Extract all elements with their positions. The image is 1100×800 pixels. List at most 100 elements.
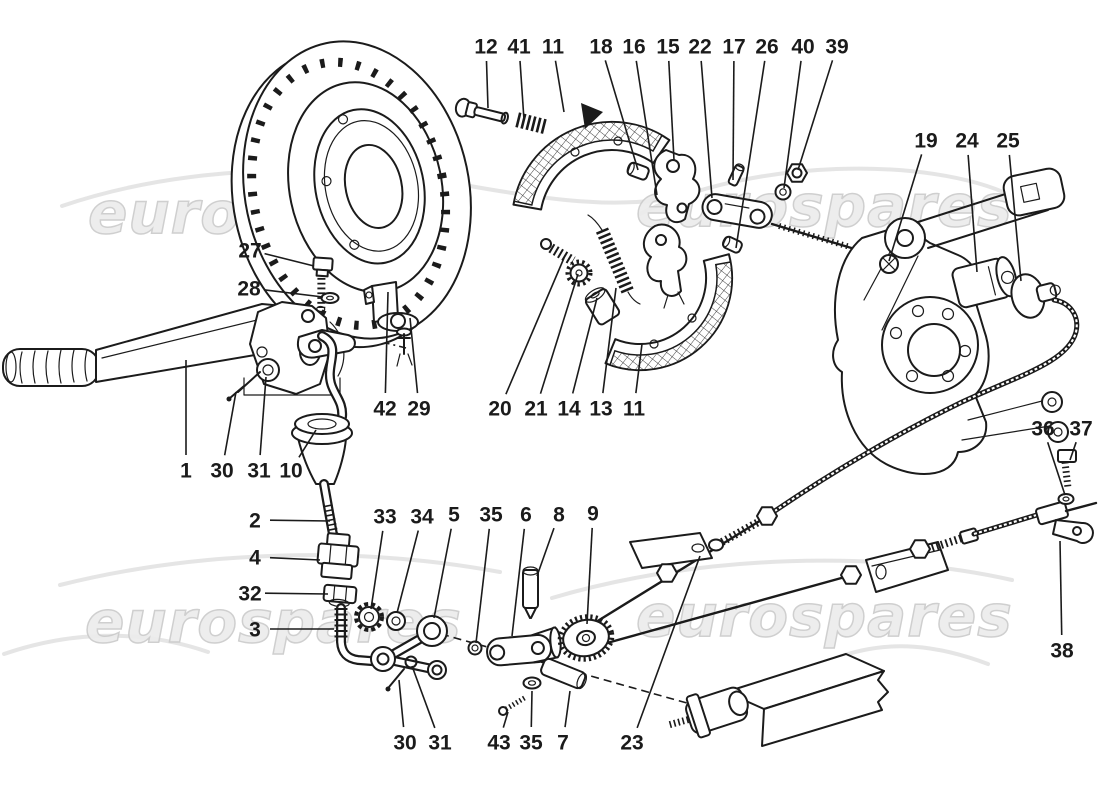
callout-leader [269, 519, 331, 522]
adjuster-cap-25 [1010, 273, 1061, 319]
clip-29 [396, 327, 413, 367]
shoe-lever-16 [643, 223, 688, 309]
callout-22[interactable]: 22 [688, 36, 711, 59]
upright-hub [832, 167, 1069, 475]
arm-bushing [1002, 167, 1066, 217]
callout-11[interactable]: 11 [623, 398, 646, 421]
callout-31[interactable]: 31 [428, 732, 452, 755]
callout-leader [735, 60, 766, 249]
callout-17[interactable]: 17 [722, 36, 745, 59]
callout-leader [797, 60, 834, 171]
callout-35[interactable]: 35 [519, 732, 543, 755]
callout-leader [602, 287, 617, 394]
callout-leader [264, 252, 315, 267]
callout-30[interactable]: 30 [210, 460, 233, 483]
callout-30[interactable]: 30 [393, 732, 416, 755]
callout-2[interactable]: 2 [249, 510, 261, 533]
callout-14[interactable]: 14 [557, 398, 581, 421]
callout-35[interactable]: 35 [479, 504, 503, 527]
washer-35a [467, 640, 483, 656]
callout-29[interactable]: 29 [407, 398, 430, 421]
callout-16[interactable]: 16 [622, 36, 645, 59]
brake-disc [230, 40, 472, 349]
cable-nut [656, 563, 678, 583]
clevis-pin-8 [522, 566, 539, 619]
callout-leader [1069, 441, 1077, 461]
chassis-box [668, 653, 889, 747]
callout-19[interactable]: 19 [914, 130, 937, 153]
lever-grip [2, 348, 100, 387]
adjuster-screw-20 [540, 238, 576, 266]
callout-15[interactable]: 15 [656, 36, 680, 59]
callout-leader [223, 391, 237, 456]
washer-36 [1057, 493, 1075, 505]
callout-31[interactable]: 31 [247, 460, 271, 483]
callout-3[interactable]: 3 [249, 619, 261, 642]
front-cable [594, 297, 1080, 624]
watermark-swoosh [58, 553, 502, 587]
castle-nut-33 [354, 602, 384, 632]
ring-31 [404, 655, 418, 669]
callout-6[interactable]: 6 [520, 504, 532, 527]
callout-40[interactable]: 40 [791, 36, 814, 59]
mounting-bolt-27 [312, 256, 334, 313]
callout-25[interactable]: 25 [996, 130, 1020, 153]
callout-13[interactable]: 13 [589, 398, 612, 421]
callout-11[interactable]: 11 [542, 36, 565, 59]
callout-leader [370, 530, 384, 610]
boot-10 [291, 413, 353, 485]
return-spring-13 [587, 214, 641, 305]
callout-1[interactable]: 1 [180, 460, 192, 483]
nut-39 [786, 163, 808, 183]
callout-leader [519, 60, 525, 121]
callout-38[interactable]: 38 [1050, 640, 1074, 663]
callout-8[interactable]: 8 [553, 504, 565, 527]
callout-leader [298, 429, 317, 458]
callout-18[interactable]: 18 [589, 36, 613, 59]
callout-leader [264, 592, 329, 595]
callout-leader [667, 60, 675, 161]
callout-leader [635, 60, 658, 196]
callout-28[interactable]: 28 [237, 278, 261, 301]
callout-24[interactable]: 24 [955, 130, 979, 153]
callout-42[interactable]: 42 [373, 398, 396, 421]
callout-27[interactable]: 27 [238, 240, 261, 263]
callout-leader [269, 556, 321, 561]
callout-36[interactable]: 36 [1031, 418, 1054, 441]
callout-21[interactable]: 21 [524, 398, 548, 421]
callout-37[interactable]: 37 [1069, 418, 1092, 441]
callout-34[interactable]: 34 [410, 506, 434, 529]
callout-leader [433, 528, 452, 619]
callout-9[interactable]: 9 [587, 503, 599, 526]
callout-33[interactable]: 33 [373, 506, 396, 529]
watermark-swoosh [550, 558, 1014, 600]
callout-41[interactable]: 41 [507, 36, 531, 59]
callout-leader [571, 297, 598, 394]
pin-22 [727, 163, 745, 187]
callout-23[interactable]: 23 [620, 732, 643, 755]
nut-32 [322, 583, 358, 608]
bush-18 [626, 161, 650, 181]
callout-leader [409, 317, 419, 394]
cable-bracket-strip [629, 532, 713, 569]
callout-26[interactable]: 26 [755, 36, 778, 59]
callout-4[interactable]: 4 [249, 547, 261, 570]
callout-leader [539, 273, 579, 394]
callout-leader [700, 60, 713, 199]
callout-7[interactable]: 7 [557, 732, 569, 755]
callout-leader [1008, 154, 1022, 282]
handbrake-lever [2, 301, 356, 422]
cable-bracket-42 [363, 281, 419, 332]
threaded-rod [770, 222, 860, 252]
callout-43[interactable]: 43 [487, 732, 510, 755]
callout-10[interactable]: 10 [279, 460, 302, 483]
callout-20[interactable]: 20 [488, 398, 511, 421]
clevis-6 [486, 626, 562, 667]
coupler-4 [316, 532, 360, 581]
callout-12[interactable]: 12 [474, 36, 497, 59]
callout-5[interactable]: 5 [448, 504, 460, 527]
callout-39[interactable]: 39 [825, 36, 848, 59]
callout-32[interactable]: 32 [238, 583, 261, 606]
cable-nut [756, 506, 778, 526]
washer-34 [386, 611, 406, 631]
